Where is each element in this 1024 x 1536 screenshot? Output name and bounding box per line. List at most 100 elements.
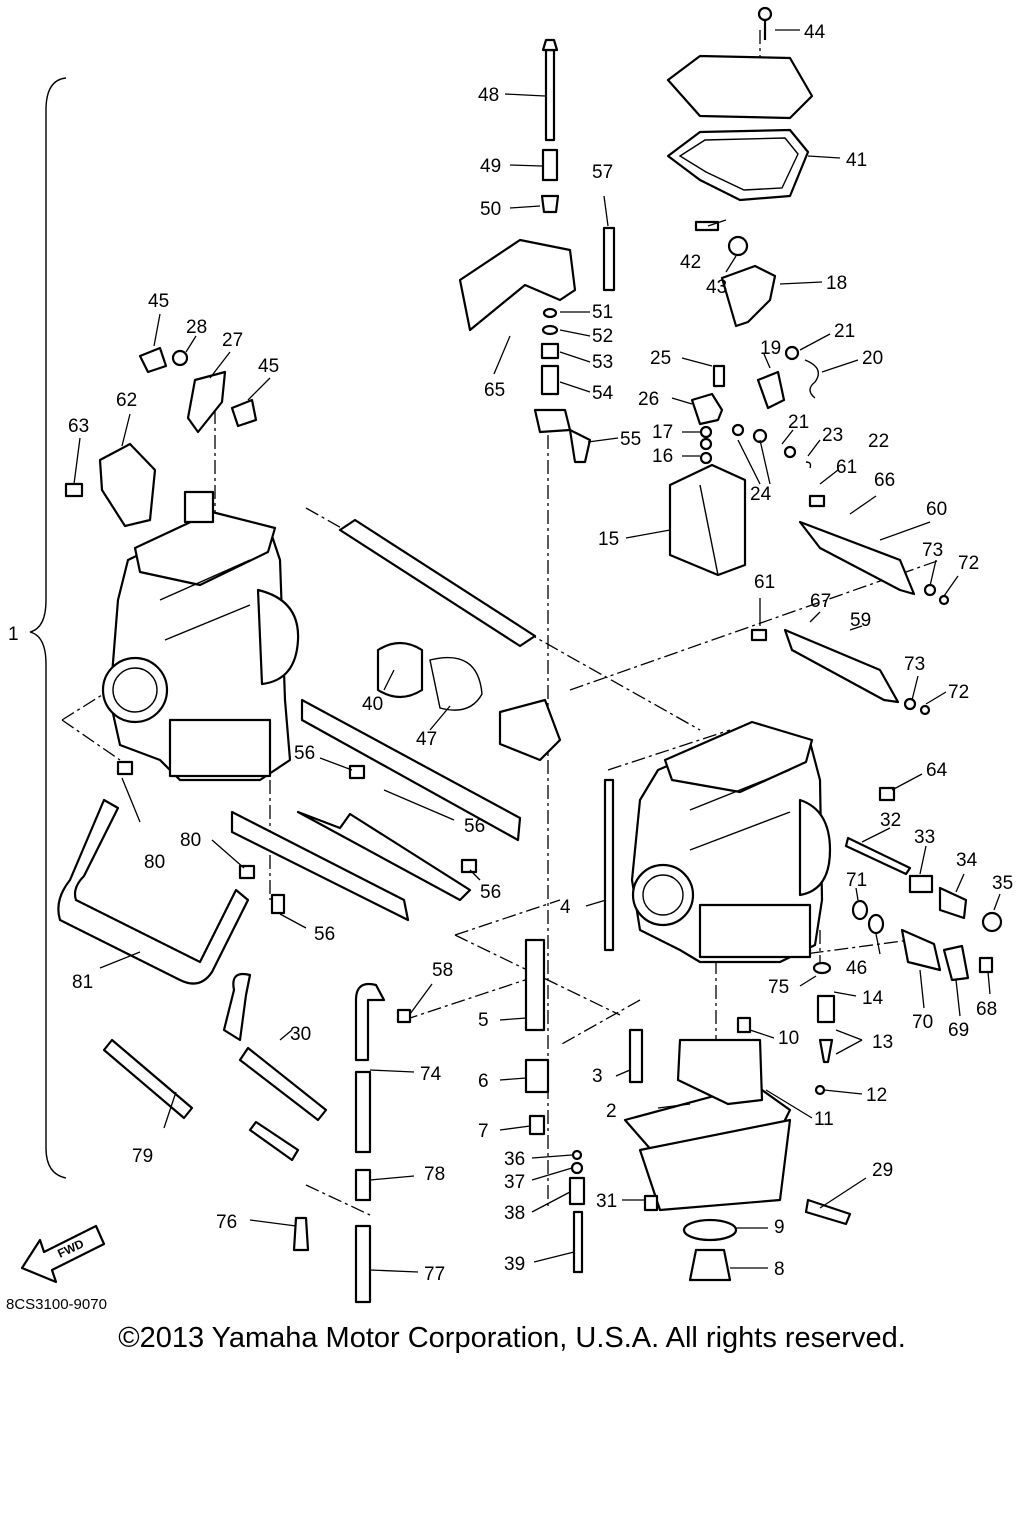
callout-69: 69 xyxy=(948,1020,969,1041)
callout-71: 71 xyxy=(846,870,867,891)
callout-31: 31 xyxy=(596,1191,617,1212)
callout-52: 52 xyxy=(592,326,613,347)
linkage-group xyxy=(230,698,522,922)
hose-group xyxy=(57,760,412,1304)
left-side-parts xyxy=(64,346,258,528)
callout-61a: 61 xyxy=(836,457,857,478)
callout-72b: 72 xyxy=(948,682,969,703)
callout-45a: 45 xyxy=(148,291,169,312)
callout-15: 15 xyxy=(598,529,619,550)
assembly-brace xyxy=(29,77,67,1179)
callout-35: 35 xyxy=(992,873,1013,894)
callout-56a: 56 xyxy=(294,743,315,764)
callout-70: 70 xyxy=(912,1012,933,1033)
callout-51: 51 xyxy=(592,302,613,323)
callout-29: 29 xyxy=(872,1160,893,1181)
callout-20: 20 xyxy=(862,348,883,369)
callout-76: 76 xyxy=(216,1212,237,1233)
callout-37: 37 xyxy=(504,1172,525,1193)
top-cover-group xyxy=(666,6,814,202)
callout-34: 34 xyxy=(956,850,978,871)
callout-77: 77 xyxy=(424,1264,445,1285)
callout-55: 55 xyxy=(620,429,641,450)
callout-80a: 80 xyxy=(144,852,165,873)
callout-62: 62 xyxy=(116,390,137,411)
callout-14: 14 xyxy=(862,988,884,1009)
callout-72a: 72 xyxy=(958,553,979,574)
callout-48: 48 xyxy=(478,85,499,106)
callout-54: 54 xyxy=(592,383,614,404)
callout-16: 16 xyxy=(652,446,673,467)
callout-42: 42 xyxy=(680,252,701,273)
callout-56c: 56 xyxy=(314,924,335,945)
callout-47: 47 xyxy=(416,729,437,750)
side-fittings xyxy=(844,786,1003,982)
callout-7: 7 xyxy=(478,1121,489,1142)
callout-67: 67 xyxy=(810,591,831,612)
callout-4: 4 xyxy=(560,897,571,918)
callout-13: 13 xyxy=(872,1032,893,1053)
callout-10: 10 xyxy=(778,1028,799,1049)
callout-64: 64 xyxy=(926,760,948,781)
callout-63: 63 xyxy=(68,416,89,437)
callout-49: 49 xyxy=(480,156,501,177)
callout-36: 36 xyxy=(504,1149,525,1170)
callout-44: 44 xyxy=(804,22,826,43)
callout-38: 38 xyxy=(504,1203,525,1224)
diagram-code: 8CS3100-9070 xyxy=(6,1296,107,1313)
callout-24: 24 xyxy=(750,484,772,505)
callout-60: 60 xyxy=(926,499,947,520)
callout-25: 25 xyxy=(650,348,671,369)
callout-81: 81 xyxy=(72,972,93,993)
callout-30: 30 xyxy=(290,1024,311,1045)
callout-21b: 21 xyxy=(788,412,809,433)
callout-23: 23 xyxy=(822,425,843,446)
callout-75: 75 xyxy=(768,977,789,998)
callout-73b: 73 xyxy=(904,654,925,675)
callout-3: 3 xyxy=(592,1066,603,1087)
callout-33: 33 xyxy=(914,827,935,848)
callout-57: 57 xyxy=(592,162,613,183)
callout-65: 65 xyxy=(484,380,505,401)
callout-45b: 45 xyxy=(258,356,279,377)
callout-18: 18 xyxy=(826,273,847,294)
callout-80b: 80 xyxy=(180,830,201,851)
callout-19: 19 xyxy=(760,338,781,359)
callout-58: 58 xyxy=(432,960,453,981)
leader-lines xyxy=(73,29,1001,1273)
callout-79: 79 xyxy=(132,1146,153,1167)
callout-43: 43 xyxy=(706,277,727,298)
jets-and-float xyxy=(524,938,852,1282)
callout-68: 68 xyxy=(976,999,997,1020)
right-carburetor xyxy=(630,720,832,964)
carburetor-exploded-diagram: FWD xyxy=(8,6,1013,1304)
callout-1: 1 xyxy=(8,624,19,645)
callout-labels: 1 2 3 4 5 6 7 8 9 10 11 12 13 14 15 16 1… xyxy=(8,22,1013,1285)
left-carburetor xyxy=(101,490,300,782)
callout-56d: 56 xyxy=(464,816,485,837)
callout-32: 32 xyxy=(880,810,901,831)
callout-40: 40 xyxy=(362,694,383,715)
callout-78: 78 xyxy=(424,1164,445,1185)
callout-5: 5 xyxy=(478,1010,489,1031)
callout-56b: 56 xyxy=(480,882,501,903)
callout-17: 17 xyxy=(652,422,673,443)
forward-arrow: FWD xyxy=(20,1224,106,1284)
callout-6: 6 xyxy=(478,1071,489,1092)
callout-27: 27 xyxy=(222,330,243,351)
callout-11: 11 xyxy=(814,1109,834,1130)
callout-73a: 73 xyxy=(922,540,943,561)
callout-2: 2 xyxy=(606,1101,617,1122)
copyright-notice: ©2013 Yamaha Motor Corporation, U.S.A. A… xyxy=(118,1322,906,1354)
callout-9: 9 xyxy=(774,1217,785,1238)
callout-66: 66 xyxy=(874,470,895,491)
callout-50: 50 xyxy=(480,199,501,220)
needle-stack xyxy=(458,38,592,464)
callout-41: 41 xyxy=(846,150,867,171)
callout-61b: 61 xyxy=(754,572,775,593)
callout-39: 39 xyxy=(504,1254,525,1275)
callout-26: 26 xyxy=(638,389,659,410)
callout-21a: 21 xyxy=(834,321,855,342)
callout-8: 8 xyxy=(774,1259,785,1280)
callout-28: 28 xyxy=(186,317,207,338)
